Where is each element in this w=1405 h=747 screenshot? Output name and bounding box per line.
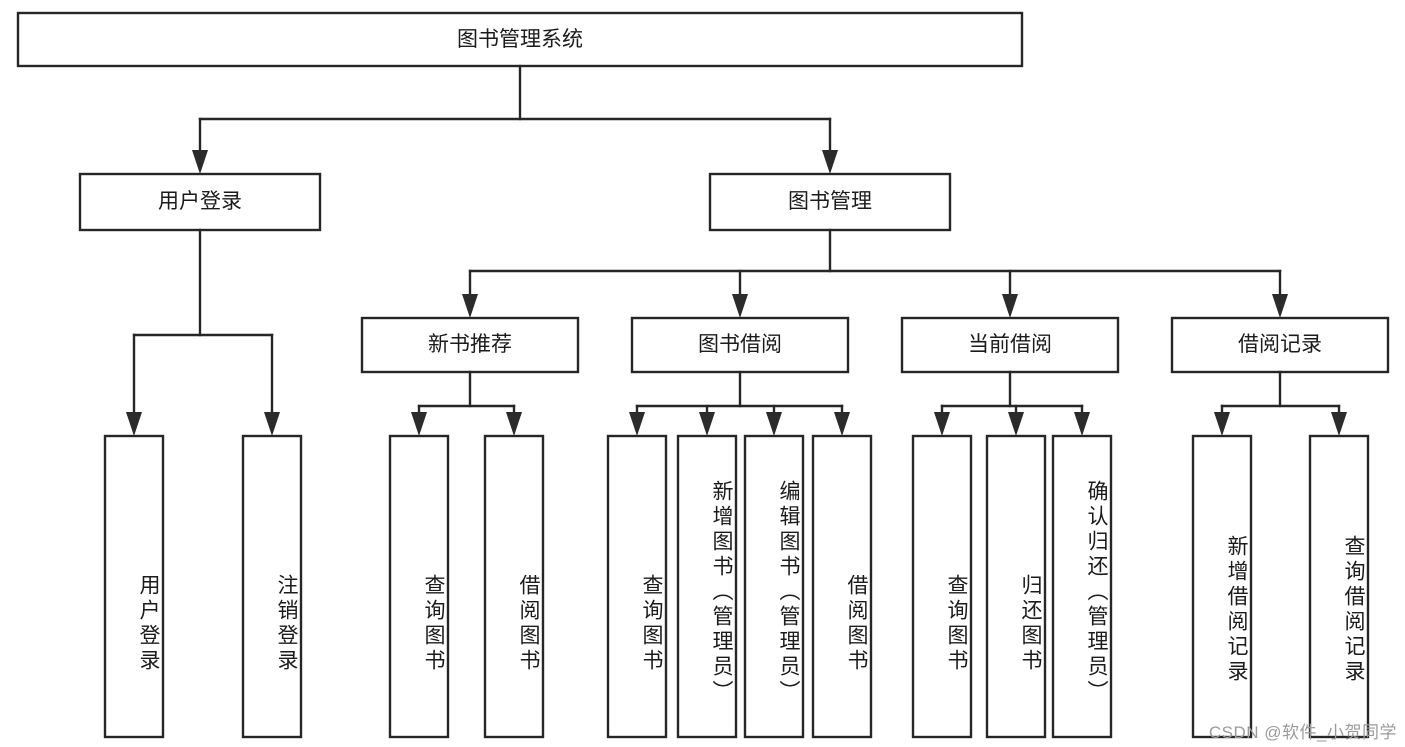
node-leaf-return-book-box[interactable]	[985, 434, 1047, 739]
node-leaf-query-book-2-box[interactable]	[606, 434, 668, 739]
node-leaf-edit-book-admin-box[interactable]	[743, 434, 805, 739]
node-leaf-borrow-book-2-box[interactable]	[811, 434, 873, 739]
node-user-login-box[interactable]	[78, 172, 322, 232]
node-leaf-user-login-box[interactable]	[103, 434, 165, 739]
node-book-borrow-box[interactable]	[630, 316, 850, 374]
connector-current-borrow-to-leaves	[934, 370, 1090, 436]
node-current-borrow-box[interactable]	[900, 316, 1120, 374]
connector-user-login-to-leaves	[126, 228, 280, 436]
node-leaf-query-book-1-box[interactable]	[388, 434, 450, 739]
connector-book-borrow-to-leaves	[629, 370, 850, 436]
connector-book-management-to-level3	[462, 228, 1288, 318]
node-leaf-add-borrow-record-box[interactable]	[1191, 434, 1253, 739]
node-leaf-add-book-admin-box[interactable]	[676, 434, 738, 739]
node-borrow-record-box[interactable]	[1170, 316, 1390, 374]
node-root-box[interactable]	[16, 11, 1024, 68]
node-new-book-recommend-box[interactable]	[360, 316, 580, 374]
node-leaf-confirm-return-admin-box[interactable]	[1051, 434, 1113, 739]
connector-borrow-record-to-leaves	[1214, 370, 1347, 436]
node-leaf-logout-login-box[interactable]	[241, 434, 303, 739]
node-leaf-borrow-book-1-box[interactable]	[483, 434, 545, 739]
connector-root-to-level2	[192, 64, 838, 174]
node-leaf-query-borrow-record-box[interactable]	[1308, 434, 1370, 739]
csdn-watermark: CSDN @软件_小贺同学	[1208, 723, 1397, 742]
connector-new-book-recommend-to-leaves	[411, 370, 522, 436]
node-leaf-query-book-3-box[interactable]	[911, 434, 973, 739]
node-book-management-box[interactable]	[708, 172, 952, 232]
